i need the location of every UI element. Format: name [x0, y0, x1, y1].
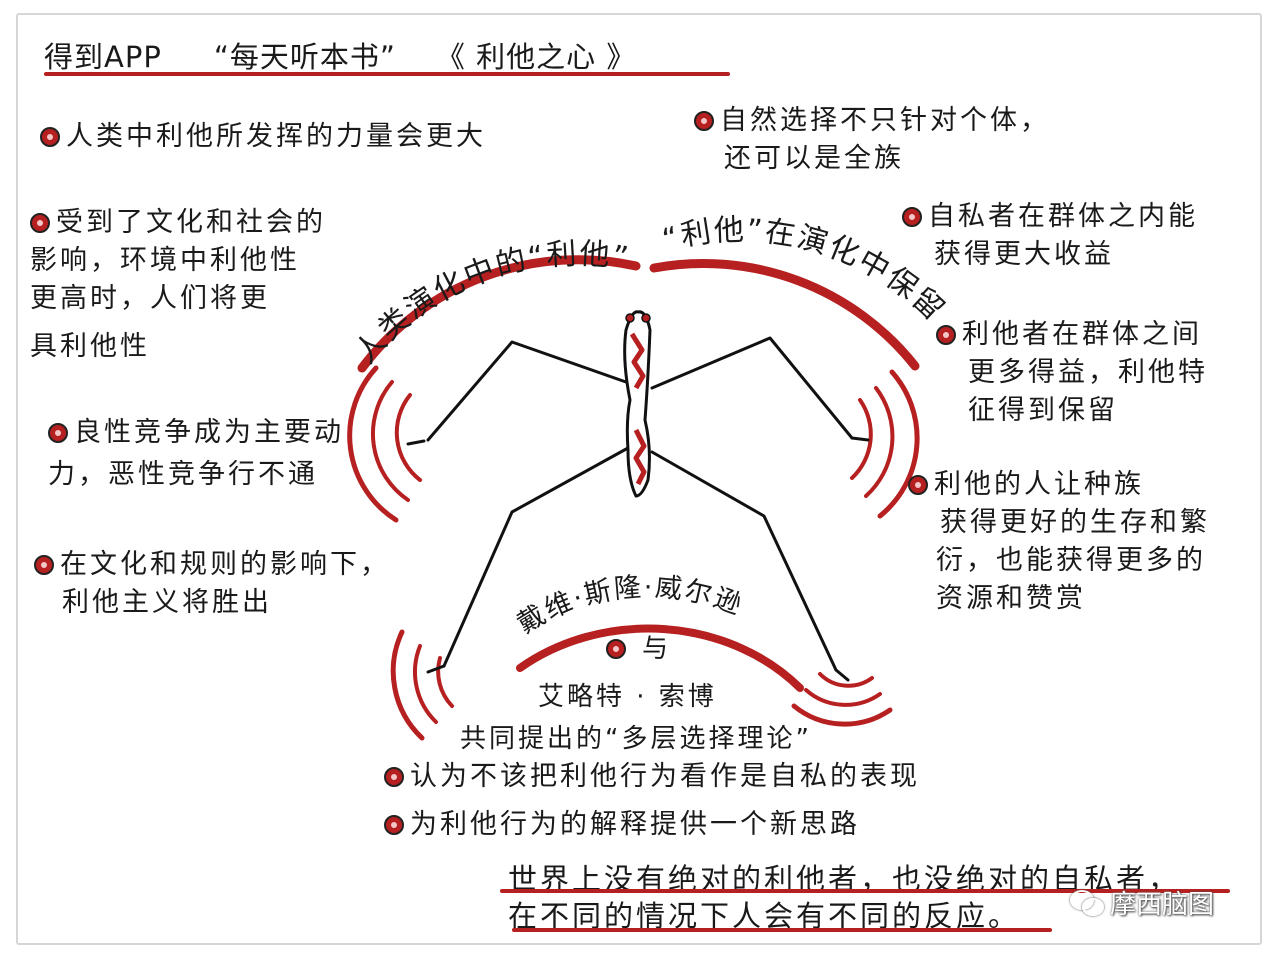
right-note-3: 利他者在群体之间 更多得益，利他特 征得到保留 [936, 316, 1208, 430]
bullet-icon [936, 325, 956, 345]
vibration-lines-left-mid [347, 365, 422, 523]
title-book: 《 利他之心 》 [435, 40, 637, 74]
note-text: 利他的人让种族 [934, 469, 1144, 500]
page-title: 得到APP “每天听本书” 《 利他之心 》 [44, 34, 636, 76]
vibration-lines-left-bottom [390, 629, 454, 741]
right-note-1: 自然选择不只针对个体， 还可以是全族 [694, 102, 1050, 178]
left-note-2: 受到了文化和社会的 影响，环境中利他性 更高时，人们将更 具利他性 [30, 204, 326, 366]
note-text: 还可以是全族 [724, 143, 904, 174]
bullet-icon [48, 423, 68, 443]
insect-body [623, 310, 652, 498]
bullet-icon [694, 111, 714, 131]
vibration-lines-right-mid [850, 369, 920, 519]
right-note-4: 利他的人让种族 获得更好的生存和繁 衍，也能获得更多的 资源和赞赏 [908, 466, 1210, 618]
bullet-icon [40, 127, 60, 147]
note-text: 利他主义将胜出 [62, 587, 272, 618]
conclusion-underline-2 [512, 928, 1052, 932]
insect-legs [406, 336, 870, 682]
watermark-text: 摩西脑图 [1110, 890, 1215, 920]
note-text: 认为不该把利他行为看作是自私的表现 [410, 761, 920, 792]
note-text: 为利他行为的解释提供一个新思路 [410, 809, 860, 840]
bullet-icon [34, 555, 54, 575]
title-program: “每天听本书” [213, 40, 396, 74]
title-app: 得到APP [44, 40, 162, 74]
conjunction: 与 [606, 628, 671, 665]
note-text: 在文化和规则的影响下， [60, 549, 390, 580]
bottom-note-1: 认为不该把利他行为看作是自私的表现 [384, 758, 920, 796]
vibration-lines-right-bottom [791, 672, 893, 727]
second-author: 艾略特 · 索博 [538, 682, 717, 712]
bullet-icon [384, 767, 404, 787]
note-text: 自私者在群体之内能 [928, 201, 1198, 232]
arc-bottom [516, 624, 804, 692]
note-text: 更多得益，利他特 [968, 357, 1208, 388]
arc-left-top [357, 255, 641, 373]
bullet-icon [908, 475, 928, 495]
note-text: 征得到保留 [968, 395, 1118, 426]
bullet-icon [30, 213, 50, 233]
note-text: 影响，环境中利他性 [30, 245, 300, 276]
note-text: 获得更好的生存和繁 [940, 507, 1210, 538]
note-text: 受到了文化和社会的 [56, 207, 326, 238]
left-note-4: 在文化和规则的影响下， 利他主义将胜出 [34, 546, 390, 622]
conclusion-line-2: 在不同的情况下人会有不同的反应。 [508, 899, 1021, 933]
bullet-icon [606, 639, 626, 659]
title-underline [44, 72, 730, 76]
left-note-3: 良性竞争成为主要动 力，恶性竞争行不通 [48, 414, 344, 494]
conclusion-underline-1 [500, 889, 1230, 893]
bottom-note-2: 为利他行为的解释提供一个新思路 [384, 806, 860, 844]
right-note-2: 自私者在群体之内能 获得更大收益 [902, 198, 1198, 274]
note-text: 具利他性 [30, 331, 150, 362]
note-text: 人类中利他所发挥的力量会更大 [66, 121, 486, 152]
note-text: 力，恶性竞争行不通 [48, 459, 318, 490]
note-text: 利他者在群体之间 [962, 319, 1202, 350]
bullet-icon [902, 207, 922, 227]
wechat-icon [1070, 889, 1104, 916]
note-text: 自然选择不只针对个体， [720, 105, 1050, 136]
note-text: 衍，也能获得更多的 [936, 545, 1206, 576]
bullet-icon [384, 815, 404, 835]
note-text: 良性竞争成为主要动 [74, 417, 344, 448]
left-note-1: 人类中利他所发挥的力量会更大 [40, 118, 486, 156]
watermark: 摩西脑图 [1070, 884, 1214, 921]
theory-name: 共同提出的“多层选择理论” [460, 724, 812, 754]
conjunction-text: 与 [642, 634, 672, 664]
arc-label-left: 人类演化中的“利他” [348, 237, 632, 371]
note-text: 获得更大收益 [934, 239, 1114, 270]
note-text: 更高时，人们将更 [30, 283, 270, 314]
note-text: 资源和赞赏 [936, 583, 1086, 614]
arc-right-top [649, 259, 920, 371]
